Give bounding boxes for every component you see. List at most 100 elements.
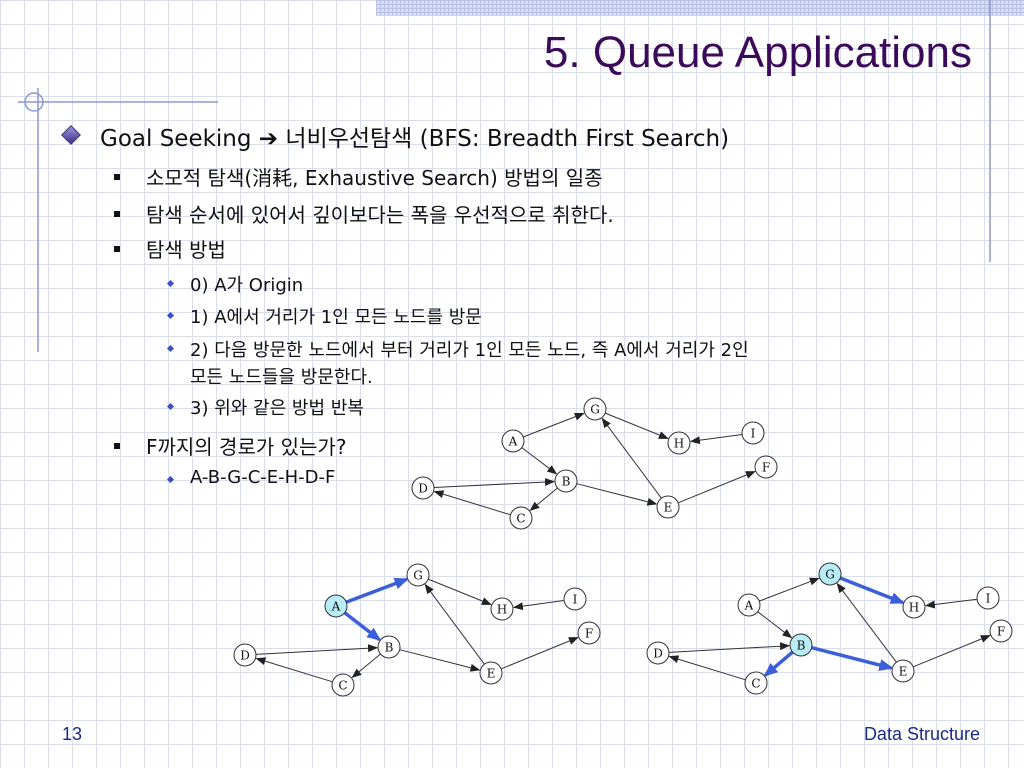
edge-A-G xyxy=(759,577,820,602)
node-label-C: C xyxy=(751,677,760,691)
node-label-I: I xyxy=(751,427,756,441)
edge-E-G xyxy=(424,583,485,665)
node-label-C: C xyxy=(516,512,525,526)
bullet-level2: F까지의 경로가 있는가? xyxy=(146,435,347,459)
bullet-level2: 소모적 탐색(消耗, Exhaustive Search) 방법의 일종 xyxy=(146,166,603,190)
edge-I-H xyxy=(512,600,565,611)
node-label-A: A xyxy=(331,600,341,614)
edge-B-C xyxy=(351,653,381,679)
node-H xyxy=(902,595,926,619)
node-D xyxy=(646,641,670,665)
bullet-level3: 0) A가 Origin xyxy=(190,275,304,296)
top-decor-band xyxy=(376,0,1024,16)
edge-E-F xyxy=(913,635,991,668)
edge-B-E xyxy=(811,646,894,671)
graph-step-2: A B C D E F G H I xyxy=(646,562,1013,695)
edge-D-B xyxy=(668,642,790,653)
node-G xyxy=(583,397,607,421)
node-label-D: D xyxy=(418,482,428,496)
edge-A-B xyxy=(757,611,793,639)
edge-E-F xyxy=(678,471,756,504)
node-label-G: G xyxy=(590,403,600,417)
bullet-square-icon xyxy=(114,246,120,252)
node-label-B: B xyxy=(562,475,571,489)
bullet-level3: A-B-G-C-E-H-D-F xyxy=(190,467,336,488)
node-H xyxy=(667,431,691,455)
node-label-B: B xyxy=(797,639,806,653)
node-label-I: I xyxy=(573,593,578,607)
edge-B-E xyxy=(399,649,481,672)
edge-A-G xyxy=(345,577,409,604)
node-A xyxy=(737,593,761,617)
node-C xyxy=(509,506,533,530)
node-F xyxy=(754,455,778,479)
node-label-D: D xyxy=(240,649,250,663)
node-C xyxy=(331,673,355,697)
node-H xyxy=(490,597,514,621)
node-I xyxy=(563,587,587,611)
page-number: 13 xyxy=(62,724,83,744)
node-label-E: E xyxy=(899,665,908,679)
node-E xyxy=(479,661,503,685)
node-label-F: F xyxy=(997,625,1005,639)
node-label-A: A xyxy=(744,599,754,613)
edge-E-F xyxy=(501,637,579,670)
node-F xyxy=(989,619,1013,643)
edge-C-D xyxy=(255,657,333,683)
edge-G-H xyxy=(839,576,905,605)
node-A xyxy=(501,429,525,453)
edge-B-E xyxy=(576,483,658,506)
bullet-level3-continuation: 모든 노드들을 방문한다. xyxy=(190,367,373,388)
edge-I-H xyxy=(924,598,978,609)
node-label-A: A xyxy=(508,435,518,449)
bullet-square-icon xyxy=(114,174,120,180)
node-D xyxy=(233,643,257,667)
edge-C-D xyxy=(433,490,511,516)
node-I xyxy=(741,421,765,445)
edge-A-B xyxy=(521,447,558,475)
node-G xyxy=(406,563,430,587)
bullet-level3: 3) 위와 같은 방법 반복 xyxy=(190,398,364,419)
bullet-level2: 탐색 순서에 있어서 깊이보다는 폭을 우선적으로 취한다. xyxy=(146,203,614,227)
node-label-I: I xyxy=(986,592,991,606)
bullet-level3: 2) 다음 방문한 노드에서 부터 거리가 1인 모든 노드, 즉 A에서 거리… xyxy=(190,340,749,361)
edge-A-G xyxy=(523,412,585,438)
node-label-G: G xyxy=(825,568,835,582)
node-F xyxy=(577,621,601,645)
node-B xyxy=(554,469,578,493)
node-label-H: H xyxy=(674,437,684,451)
slide-title: 5. Queue Applications xyxy=(543,28,972,77)
node-label-G: G xyxy=(413,569,423,583)
node-G xyxy=(818,562,842,586)
bullet-level3: 1) A에서 거리가 1인 모든 노드를 방문 xyxy=(190,307,482,328)
node-D xyxy=(411,476,435,500)
node-label-H: H xyxy=(497,603,507,617)
edge-A-B xyxy=(343,611,382,642)
node-label-D: D xyxy=(653,647,663,661)
node-C xyxy=(744,671,768,695)
node-label-E: E xyxy=(664,501,673,515)
edge-E-G xyxy=(836,582,897,663)
edge-G-H xyxy=(605,412,669,439)
edge-D-B xyxy=(255,644,378,655)
node-label-B: B xyxy=(385,641,394,655)
node-label-H: H xyxy=(909,601,919,615)
bullet-level2: 탐색 방법 xyxy=(146,238,226,262)
bullet-square-icon xyxy=(114,211,120,217)
edge-B-C xyxy=(763,650,794,677)
node-B xyxy=(377,635,401,659)
node-B xyxy=(789,633,813,657)
edge-D-B xyxy=(433,478,555,488)
node-A xyxy=(324,594,348,618)
node-label-C: C xyxy=(338,679,347,693)
node-E xyxy=(656,495,680,519)
edge-I-H xyxy=(689,434,743,445)
bullet-level1: Goal Seeking ➔ 너비우선탐색 (BFS: Breadth Firs… xyxy=(100,126,730,152)
edge-B-C xyxy=(529,487,558,512)
node-label-F: F xyxy=(585,627,593,641)
edge-G-H xyxy=(428,578,492,605)
